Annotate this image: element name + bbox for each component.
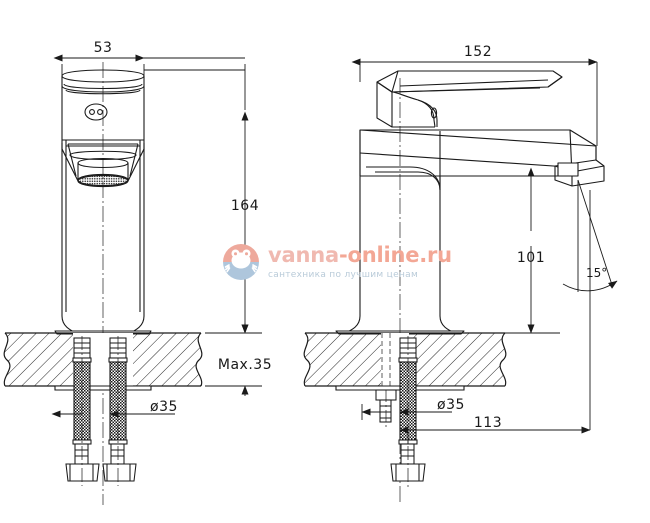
index-button [84, 103, 108, 121]
front-view-group [54, 62, 152, 505]
dimension-15deg [562, 179, 618, 292]
dimension-164 [144, 64, 249, 334]
side-view-dimensions [351, 58, 618, 444]
dimension-label-53: 53 [94, 40, 113, 56]
dimension-label-max35: Max.35 [218, 357, 272, 373]
dimension-max35 [205, 323, 262, 396]
front-view-dimensions [51, 54, 262, 418]
spout-body [359, 129, 605, 187]
dimension-101 [500, 167, 560, 334]
dimension-dia35-right [361, 404, 452, 420]
lever-handle [376, 70, 563, 128]
dimension-label-113: 113 [474, 415, 502, 431]
dimension-label-164: 164 [231, 198, 259, 214]
dimension-label-152: 152 [464, 44, 492, 60]
dimension-label-dia35-left: ø35 [150, 399, 178, 415]
dimension-113 [399, 190, 591, 444]
dimension-label-15deg: 15° [586, 266, 607, 280]
dimension-label-dia35-right: ø35 [437, 397, 465, 413]
dimension-152 [351, 58, 598, 146]
counter-section-left [3, 332, 203, 391]
fixing-stud [375, 333, 397, 428]
dimension-label-101: 101 [517, 250, 545, 266]
